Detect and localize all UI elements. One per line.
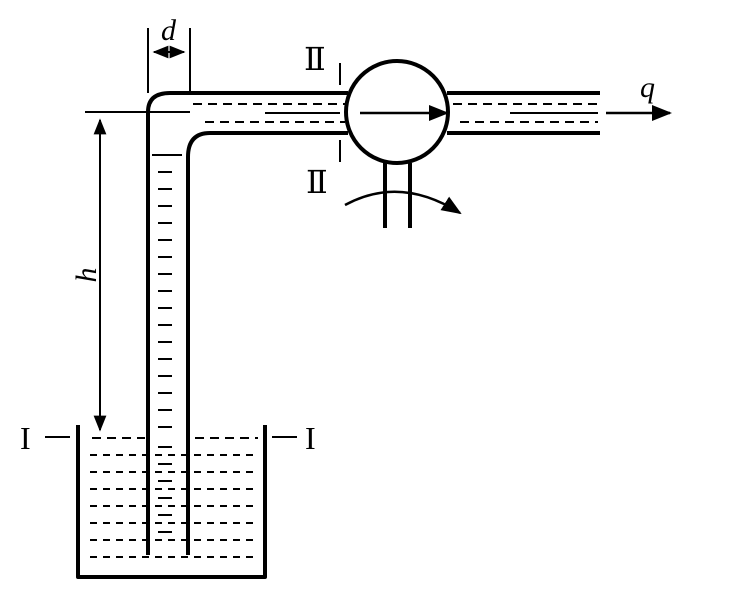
pipe-water xyxy=(152,103,345,533)
suction-pipe xyxy=(146,91,348,555)
tank-wall xyxy=(76,425,267,579)
pipe-inner-wall xyxy=(186,131,348,555)
discharge-pipe xyxy=(447,91,600,135)
diameter-label: d xyxy=(161,14,177,47)
discharge-water xyxy=(453,103,598,123)
tank xyxy=(76,425,267,579)
pipe-outer-wall xyxy=(146,91,348,555)
section-1-right-label: I xyxy=(305,420,316,456)
height-dimension xyxy=(85,111,190,432)
flow-label: q xyxy=(640,71,655,104)
section-1-left-label: I xyxy=(20,420,31,456)
section-2-top-label: Ⅱ xyxy=(304,41,326,77)
section-2-bottom-label: Ⅱ xyxy=(306,164,328,200)
pump xyxy=(344,59,462,228)
rotation-arrow xyxy=(344,190,462,215)
tank-water xyxy=(90,437,258,558)
height-label: h xyxy=(70,268,103,283)
diameter-dimension xyxy=(147,28,191,93)
